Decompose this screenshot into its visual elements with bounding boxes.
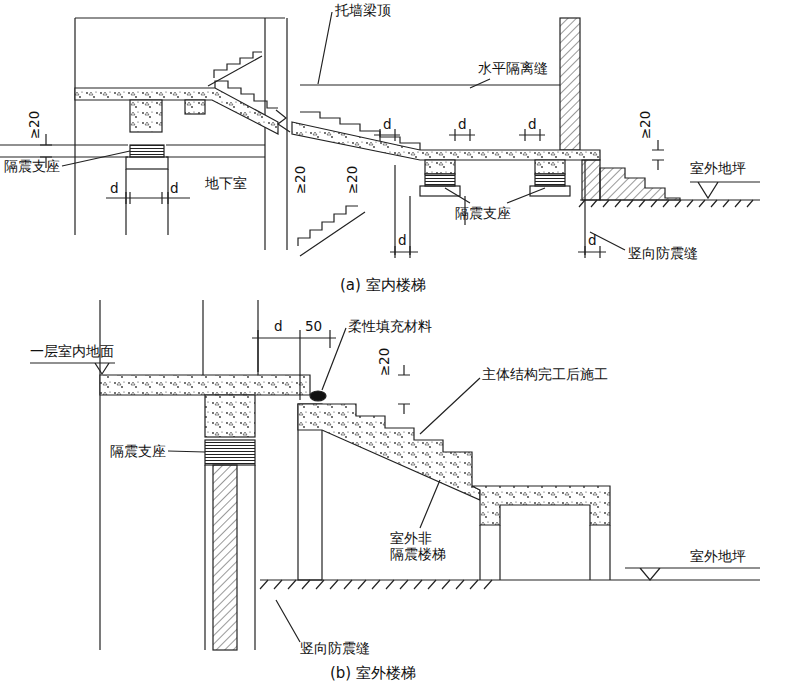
leader-line [62,12,625,250]
isolation-gap-line [0,145,265,157]
hatched-wall [213,465,237,650]
callout-label: d [588,232,597,248]
hatched-wall [560,18,580,150]
stair-slab [292,122,600,160]
beam [535,160,565,174]
ground-line [260,579,760,580]
figure-caption: (b) 室外楼梯 [330,664,416,682]
floor-outline [75,18,285,235]
soil-hatch [579,200,753,207]
landing-slab [472,486,610,525]
gap-ticks [398,365,410,414]
callout-label: 隔震支座 [110,443,166,459]
soil-hatch [260,580,492,589]
callout-label: 一层室内地面 [30,343,114,359]
floor-slab [100,375,310,395]
outdoor-stair-figure [30,300,760,650]
pedestal-wall [205,465,255,650]
isolation-bearing [130,145,164,157]
isolation-bearing [425,174,455,186]
beam [205,395,255,437]
figure-caption: (a) 室内楼梯 [340,276,426,294]
callout-label: 隔震支座 [455,205,511,221]
exterior-steps [600,168,680,200]
callout-label: d [274,318,283,334]
callout-label: 室外非 隔震楼梯 [390,530,452,562]
gap-dimension: ≥20 [637,111,653,140]
pedestal-lines [395,160,585,255]
gap-ticks [652,140,664,170]
callout-label: 主体结构完工后施工 [482,366,608,382]
callout-label: 柔性填充材料 [348,318,432,334]
stair-steps [300,112,420,150]
stair-slab [75,88,278,134]
stair-slab [298,404,480,500]
gap-dimension: ≥20 [292,166,308,195]
outline [100,300,258,650]
isolation-bearing [535,174,565,186]
wall-beam-top-line [300,84,560,85]
callout-label: d [458,116,467,132]
break-line [276,110,290,132]
callout-label: d [528,116,537,132]
callout-label: 竖向防震缝 [300,640,370,656]
callout-label: 水平隔离缝 [478,60,548,76]
callout-label: 托墙梁顶 [335,2,391,18]
beam [130,100,162,132]
beam [425,160,455,174]
supports [480,525,610,580]
level-mark [625,568,760,580]
callout-label: d [110,180,119,196]
leader-line [168,328,480,642]
level-mark [30,363,115,374]
callout-label: 室外地坪 [690,160,746,176]
callout-label: d [170,180,179,196]
callout-label: 50 [305,318,322,334]
pedestal [126,157,168,169]
callout-label: d [383,116,392,132]
callout-label: 室外地坪 [690,548,746,564]
flexible-filler [310,391,326,401]
beam [185,100,205,114]
lower-stair [298,206,365,256]
callout-label: 隔震支座 [4,158,60,174]
gap-dimension: ≥20 [376,348,392,377]
isolation-bearing [205,440,255,465]
level-mark [690,182,760,198]
dimension-line [252,330,336,400]
indoor-stair-figure [0,12,760,258]
dimension-line [390,246,606,258]
callout-label: 竖向防震缝 [628,245,698,261]
column-lines [265,18,287,250]
gap-dimension: ≥20 [26,111,42,140]
retaining-wall [582,160,600,200]
stair-steps [215,81,278,108]
callout-label: d [398,232,407,248]
gap-dimension: ≥20 [344,166,360,195]
callout-label: 地下室 [205,175,247,191]
pedestal [420,186,460,196]
ground-line [580,199,760,200]
